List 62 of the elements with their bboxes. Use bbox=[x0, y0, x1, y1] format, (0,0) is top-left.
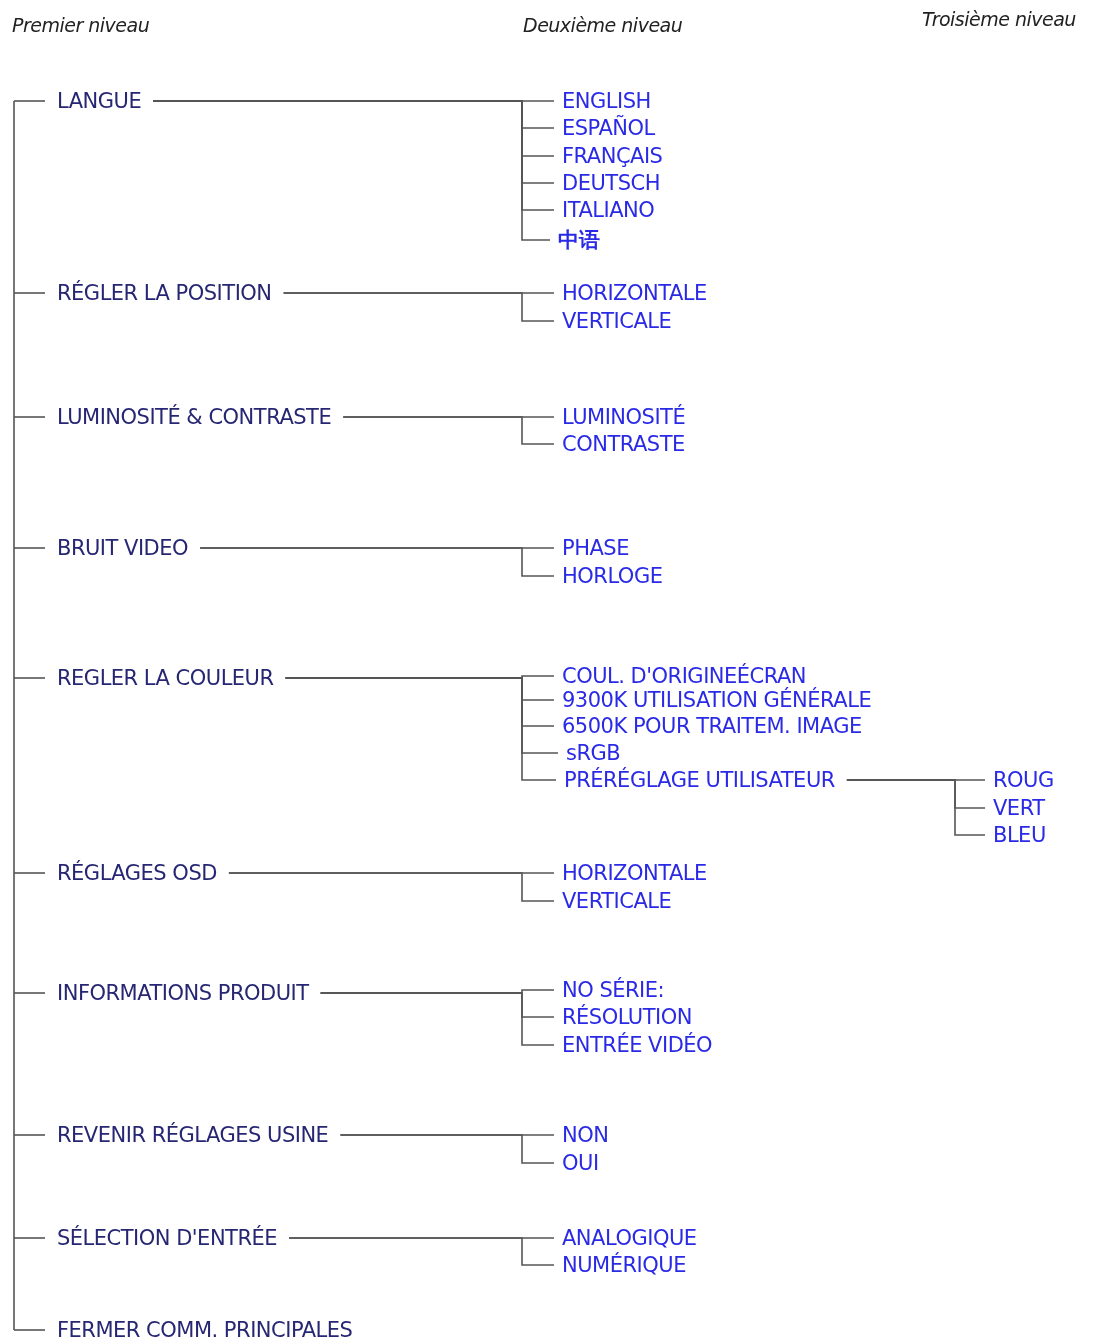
menu-item: RÉGLER LA POSITION bbox=[57, 280, 272, 306]
menu-item: PHASE bbox=[562, 535, 629, 561]
menu-item: sRGB bbox=[566, 740, 621, 766]
menu-item: 9300K UTILISATION GÉNÉRALE bbox=[562, 687, 872, 713]
trunk-line bbox=[13, 100, 15, 1331]
menu-item: NO SÉRIE: bbox=[562, 977, 665, 1003]
menu-item: ESPAÑOL bbox=[562, 115, 655, 141]
menu-item: HORIZONTALE bbox=[562, 280, 707, 306]
branch-line bbox=[13, 992, 46, 994]
branch-line bbox=[13, 872, 46, 874]
menu-item: ANALOGIQUE bbox=[562, 1225, 697, 1251]
menu-item: CONTRASTE bbox=[562, 431, 685, 457]
menu-item: ROUG bbox=[993, 767, 1054, 793]
menu-item: BLEU bbox=[993, 822, 1046, 848]
menu-item: REVENIR RÉGLAGES USINE bbox=[57, 1122, 329, 1148]
branch-line bbox=[342, 416, 555, 445]
column-heading: Deuxième niveau bbox=[523, 14, 683, 36]
menu-item: LANGUE bbox=[57, 88, 142, 114]
menu-item: INFORMATIONS PRODUIT bbox=[57, 980, 309, 1006]
branch-line bbox=[13, 100, 46, 102]
menu-item: FERMER COMM. PRINCIPALES bbox=[57, 1317, 353, 1343]
branch-line bbox=[288, 1237, 555, 1266]
menu-item: ENTRÉE VIDÉO bbox=[562, 1032, 713, 1058]
menu-item: 6500K POUR TRAITEM. IMAGE bbox=[562, 713, 862, 739]
column-heading: Premier niveau bbox=[12, 14, 150, 36]
branch-line bbox=[284, 677, 557, 781]
menu-item: HORLOGE bbox=[562, 563, 663, 589]
menu-item: ENGLISH bbox=[562, 88, 651, 114]
menu-item: LUMINOSITÉ & CONTRASTE bbox=[57, 404, 332, 430]
branch-line bbox=[13, 1237, 46, 1239]
branch-line bbox=[282, 292, 555, 322]
branch-line bbox=[199, 547, 555, 577]
column-heading: Troisième niveau bbox=[922, 8, 1076, 30]
menu-item: FRANÇAIS bbox=[562, 143, 663, 169]
menu-item: NUMÉRIQUE bbox=[562, 1252, 686, 1278]
menu-item: PRÉRÉGLAGE UTILISATEUR bbox=[564, 767, 835, 793]
menu-item: ITALIANO bbox=[562, 197, 655, 223]
branch-line bbox=[339, 1134, 555, 1164]
branch-line bbox=[228, 872, 555, 902]
branch-line bbox=[13, 1329, 46, 1331]
menu-item: REGLER LA COULEUR bbox=[57, 665, 274, 691]
menu-item: LUMINOSITÉ bbox=[562, 404, 686, 430]
branch-line bbox=[13, 677, 46, 679]
branch-line bbox=[319, 992, 555, 1046]
branch-line bbox=[13, 416, 46, 418]
menu-item: VERTICALE bbox=[562, 308, 672, 334]
branch-line bbox=[13, 292, 46, 294]
menu-item: SÉLECTION D'ENTRÉE bbox=[57, 1225, 278, 1251]
branch-line bbox=[152, 100, 551, 241]
menu-item: NON bbox=[562, 1122, 609, 1148]
menu-item: OUI bbox=[562, 1150, 599, 1176]
menu-item: BRUIT VIDEO bbox=[57, 535, 189, 561]
menu-item: DEUTSCH bbox=[562, 170, 660, 196]
menu-item: RÉGLAGES OSD bbox=[57, 860, 217, 886]
menu-item: 中语 bbox=[558, 227, 599, 253]
menu-item: VERTICALE bbox=[562, 888, 672, 914]
menu-item: VERT bbox=[993, 795, 1045, 821]
branch-line bbox=[13, 1134, 46, 1136]
branch-line bbox=[846, 779, 986, 836]
menu-item: HORIZONTALE bbox=[562, 860, 707, 886]
branch-line bbox=[13, 547, 46, 549]
menu-item: RÉSOLUTION bbox=[562, 1004, 692, 1030]
